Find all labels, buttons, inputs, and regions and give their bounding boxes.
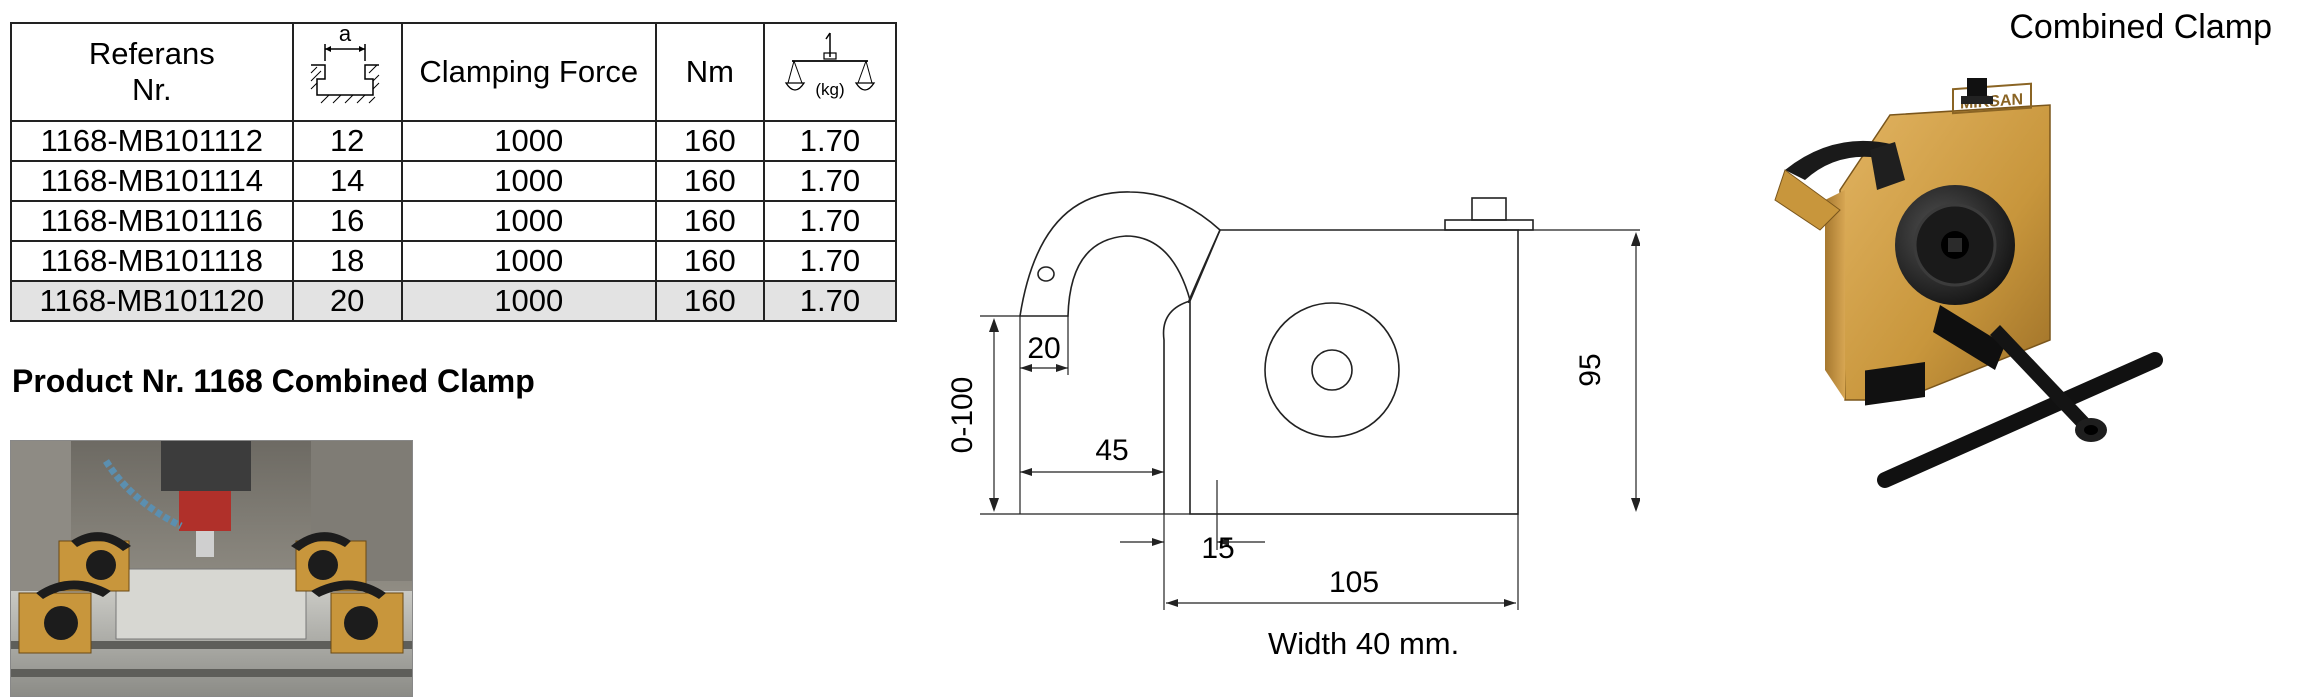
- machine-photo-illustration: [11, 441, 412, 696]
- weight-unit: (kg): [815, 80, 844, 99]
- cell-torque: 160: [654, 200, 765, 242]
- table-header-row: Referans Nr. a: [10, 21, 898, 122]
- dim-20-label: 20: [1027, 332, 1060, 365]
- cell-slot: 18: [291, 240, 403, 282]
- combined-clamp-product-image: MIKSAN: [1774, 78, 2163, 488]
- cell-weight: 1.70: [762, 280, 898, 322]
- dim-0-100-label: 0-100: [946, 377, 979, 454]
- dim-15-label: 15: [1201, 532, 1234, 565]
- width-note: Width 40 mm.: [1268, 626, 1460, 661]
- technical-drawing: 20 0-100 45 95 15 105: [946, 191, 1640, 610]
- cell-ref: 1168-MB101118: [10, 240, 294, 282]
- cell-slot: 16: [291, 200, 403, 242]
- header-reference-number: Referans Nr.: [10, 22, 294, 122]
- cell-slot: 12: [291, 120, 403, 162]
- table-row: 1168-MB101118 18 1000 160 1.70: [10, 240, 898, 282]
- cell-ref: 1168-MB101114: [10, 160, 294, 202]
- table-row-highlighted: 1168-MB101120 20 1000 160 1.70: [10, 280, 898, 322]
- drawing-screw-base: [1444, 219, 1534, 231]
- header-torque: Nm: [654, 22, 765, 122]
- drawing-outer-circle: [1264, 302, 1400, 438]
- cell-force: 1000: [400, 160, 657, 202]
- cell-torque: 160: [654, 280, 765, 322]
- dim-45-label: 45: [1095, 434, 1128, 467]
- drawing-screw-head: [1471, 197, 1507, 221]
- specification-table: Referans Nr. a: [10, 21, 898, 322]
- dim-95-label: 95: [1574, 353, 1607, 386]
- cell-weight: 1.70: [762, 240, 898, 282]
- cell-torque: 160: [654, 120, 765, 162]
- table-row: 1168-MB101116 16 1000 160 1.70: [10, 200, 898, 242]
- drawing-hook-inner: [1020, 235, 1191, 317]
- slot-label: a: [339, 25, 352, 46]
- cell-weight: 1.70: [762, 200, 898, 242]
- cell-force: 1000: [400, 200, 657, 242]
- cell-ref: 1168-MB101112: [10, 120, 294, 162]
- cell-ref: 1168-MB101116: [10, 200, 294, 242]
- header-clamping-force: Clamping Force: [400, 22, 657, 122]
- product-heading: Product Nr. 1168 Combined Clamp: [12, 363, 535, 399]
- cell-weight: 1.70: [762, 160, 898, 202]
- drawing-inner-circle: [1311, 349, 1353, 391]
- machine-setup-photo: [10, 440, 413, 697]
- table-row: 1168-MB101112 12 1000 160 1.70: [10, 120, 898, 162]
- cell-torque: 160: [654, 240, 765, 282]
- cell-slot: 14: [291, 160, 403, 202]
- dim-105-label: 105: [1329, 566, 1379, 599]
- header-ref-line2: Nr.: [132, 72, 172, 107]
- t-slot-icon: a: [310, 21, 380, 104]
- page-title: Combined Clamp: [2009, 8, 2272, 46]
- cell-force: 1000: [400, 240, 657, 282]
- header-ref-line1: Referans: [88, 36, 215, 71]
- drawing-hook-arc: [1019, 191, 1221, 317]
- cell-weight: 1.70: [762, 120, 898, 162]
- drawing-body: [1189, 229, 1519, 515]
- cell-force: 1000: [400, 120, 657, 162]
- header-slot-width: a: [291, 21, 403, 122]
- scale-icon: (kg): [784, 32, 876, 99]
- cell-torque: 160: [654, 160, 765, 202]
- header-weight: (kg): [762, 22, 898, 122]
- cell-slot: 20: [291, 280, 403, 322]
- drawing-pin-hole: [1037, 266, 1055, 282]
- cell-force: 1000: [400, 280, 657, 322]
- cell-ref: 1168-MB101120: [10, 280, 294, 322]
- table-row: 1168-MB101114 14 1000 160 1.70: [10, 160, 898, 202]
